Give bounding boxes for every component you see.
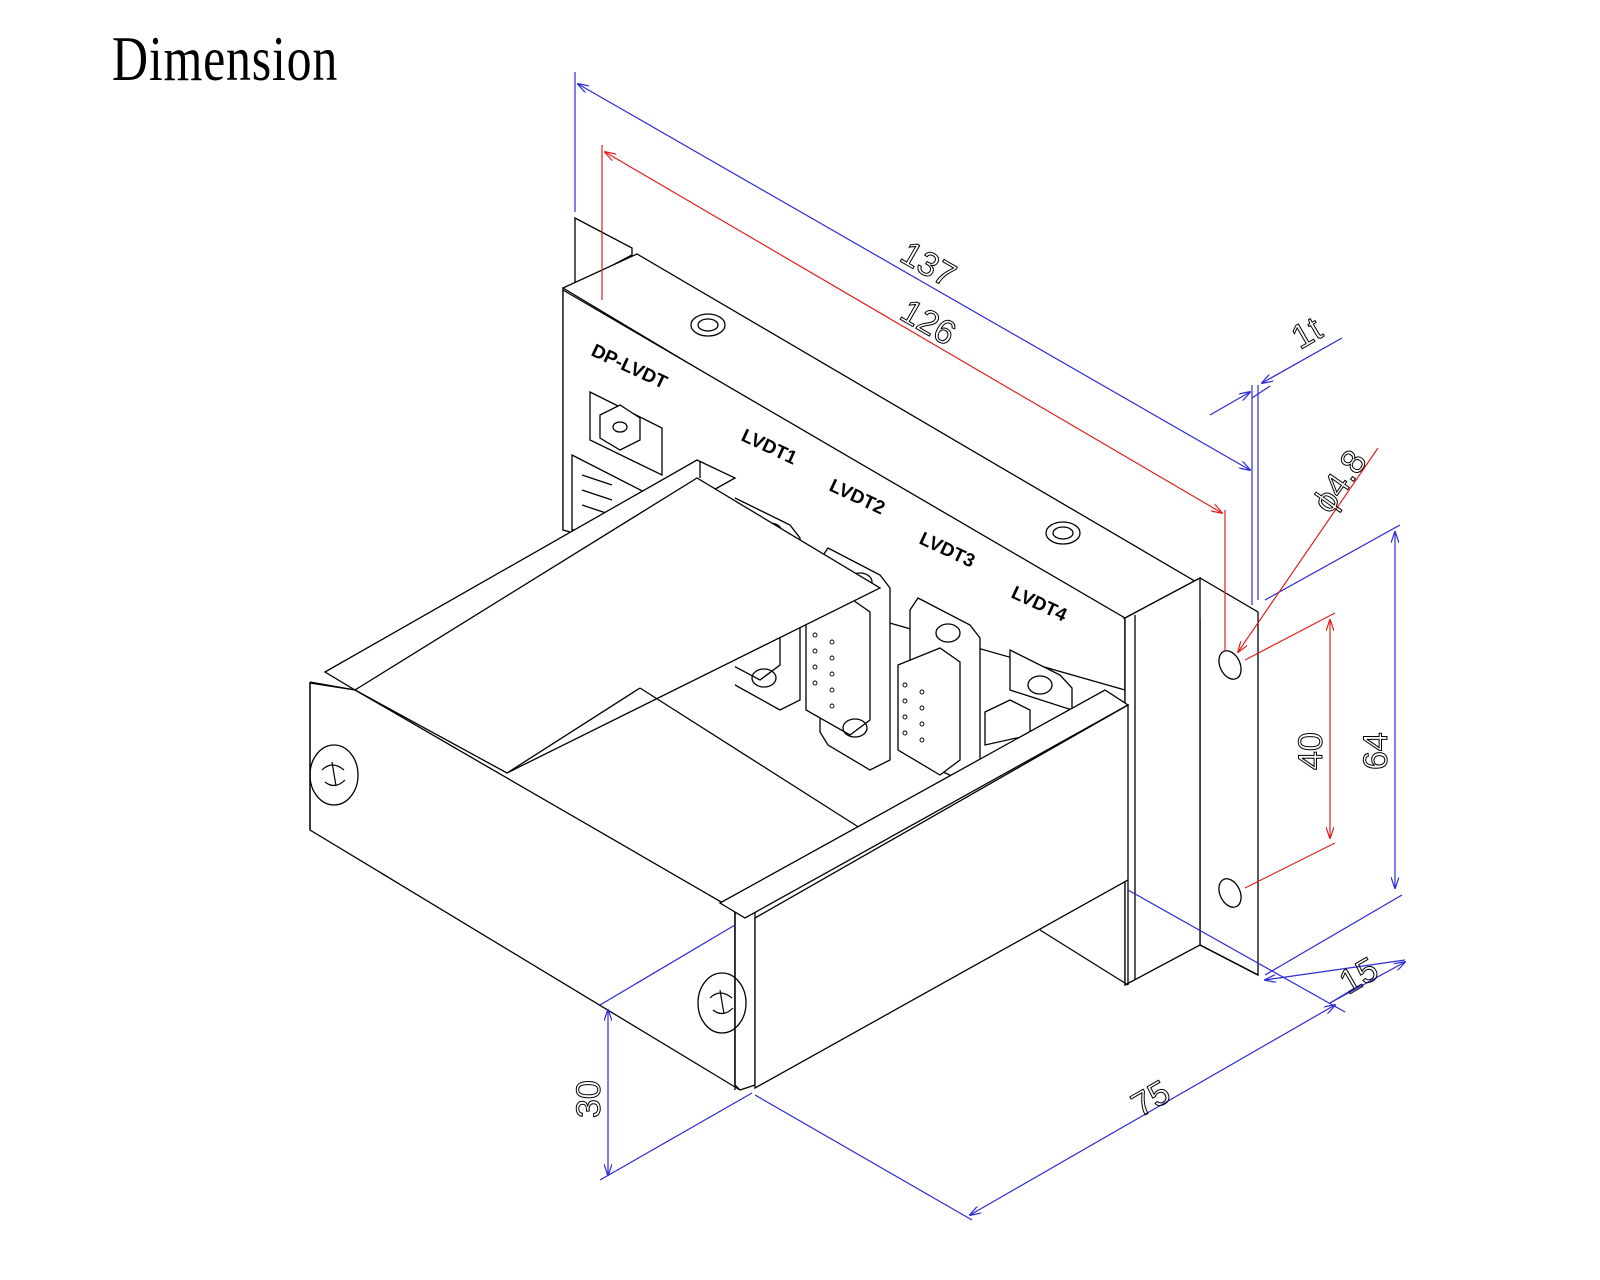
red-dimensions xyxy=(601,145,1379,889)
dim-hole-spacing: 40 xyxy=(1292,732,1330,770)
lvdt4-connector xyxy=(984,648,1073,746)
dim-depth: 75 xyxy=(1125,1073,1177,1125)
dim-overall-length: 137 xyxy=(894,234,962,295)
device-body xyxy=(309,216,1259,1091)
dim-height: 30 xyxy=(570,1080,608,1118)
dim-thickness: 1t xyxy=(1285,310,1329,357)
dim-flange-depth: 15 xyxy=(1333,950,1385,1002)
dim-flange-height: 64 xyxy=(1357,732,1395,770)
dim-inner-length: 126 xyxy=(894,292,962,353)
lvdt3-connector xyxy=(897,597,981,781)
dim-hole-diameter: ϕ4.8 xyxy=(1305,443,1374,519)
drawing-title: Dimension xyxy=(112,23,339,94)
